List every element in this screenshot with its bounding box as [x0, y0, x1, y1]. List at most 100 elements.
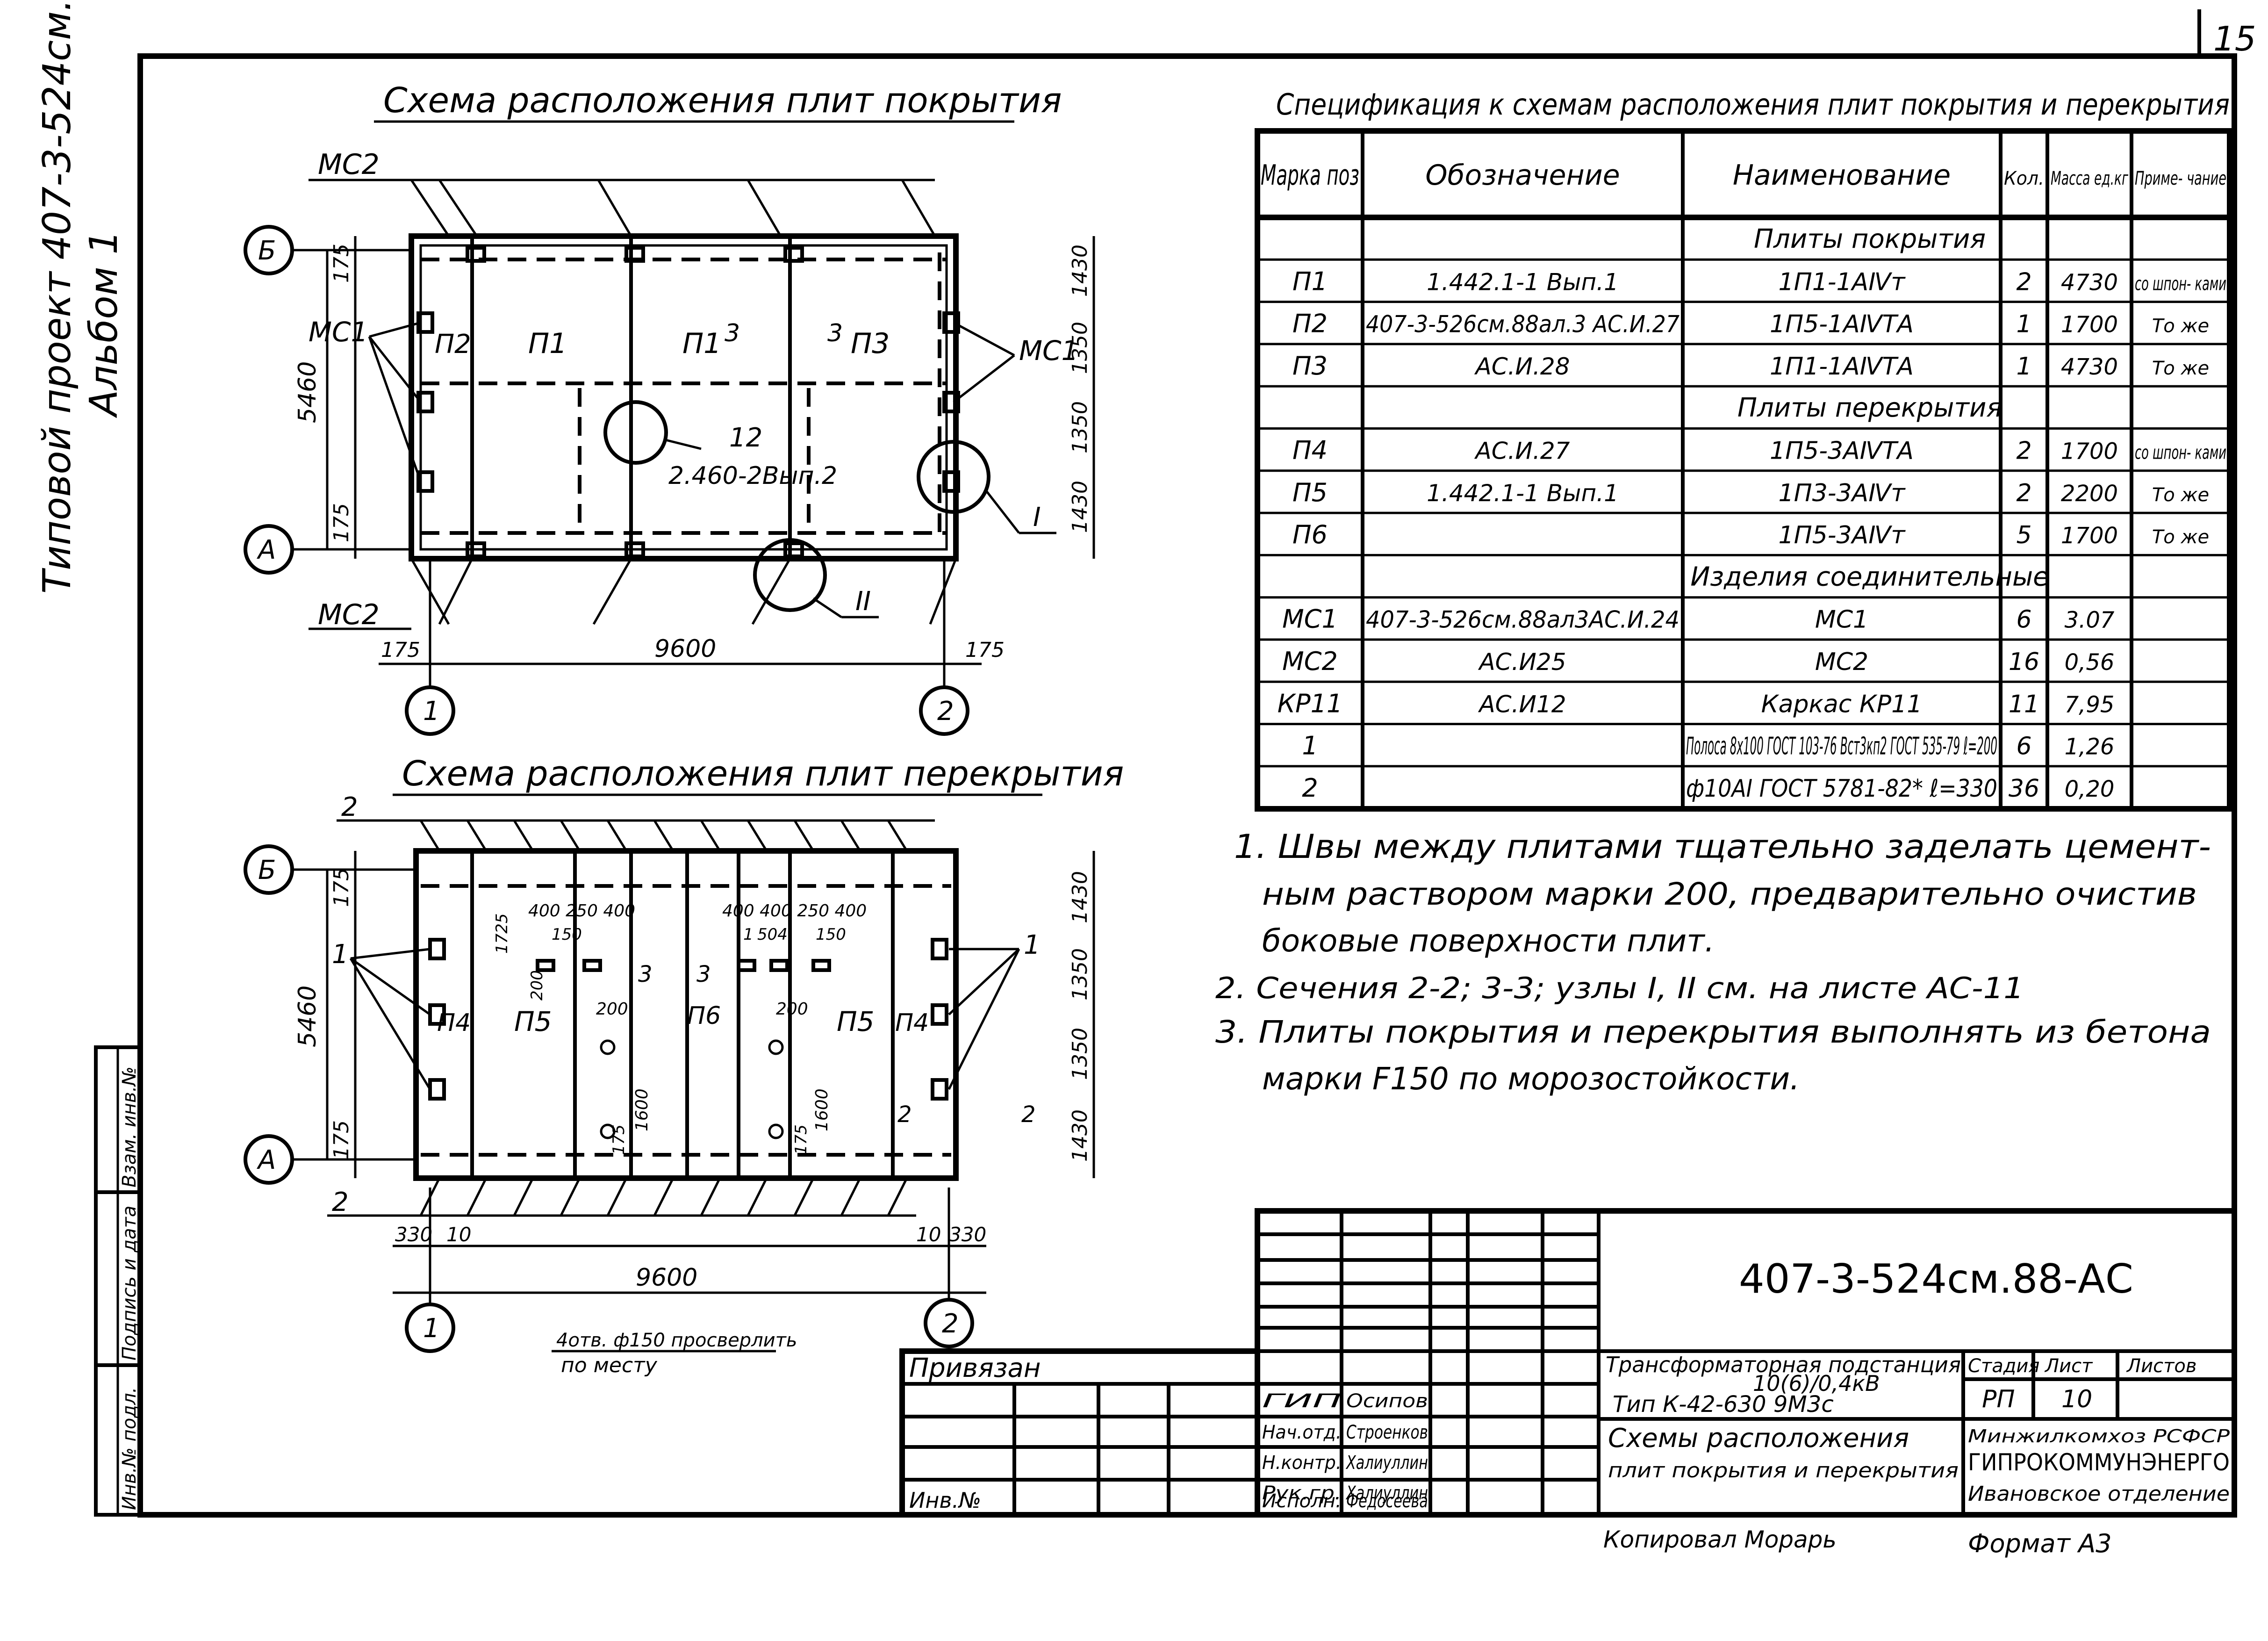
tb-project-3: Тип К-42-630 9М3с	[1613, 1391, 1834, 1418]
spec-cell-10-qty: 16	[2009, 648, 2039, 676]
spec-cell-7-note: То же	[2152, 526, 2209, 548]
floor-holes-note: 4отв. ф150 просверлить	[556, 1330, 797, 1351]
roof-hole-num: 12	[729, 423, 762, 453]
spec-cell-6-mark: П5	[1292, 478, 1328, 507]
note-line-1: 1. Швы между плитами тщательно заделать …	[1234, 828, 2211, 866]
floor-axis-a: А	[257, 1145, 276, 1175]
tb-name-4: Федосеева	[1346, 1490, 1428, 1512]
roof-dim-r1: 1430	[1068, 245, 1092, 297]
floor-plan: Схема расположения плит перекрытия	[244, 754, 1124, 1377]
roof-dim-w: 9600	[654, 635, 716, 663]
tb-name-3: Халиуллин	[1345, 1483, 1428, 1504]
spec-cell-12-mark: 1	[1302, 731, 1318, 761]
roof-label-p3: П3	[851, 327, 890, 360]
tb-inv: Инв.№	[909, 1488, 981, 1513]
floor-dim-r-b: 330	[949, 1223, 986, 1246]
spec-section-4: Плиты перекрытия	[1737, 393, 2002, 423]
floor-dim-h: 5460	[294, 986, 322, 1047]
spec-cell-13-mark: 2	[1302, 773, 1318, 803]
spec-cell-9-mark: МС1	[1282, 605, 1338, 634]
spec-cell-10-mass: 0,56	[2065, 649, 2115, 676]
spec-cell-13-name: ф10АI ГОСТ 5781-82* ℓ=330	[1686, 775, 1997, 803]
spec-cell-3-mark: П3	[1292, 351, 1328, 381]
floor-dim-r2: 1350	[1068, 948, 1092, 1000]
roof-dim-bot-off: 175	[330, 503, 353, 542]
floor-sec-3b: 3	[696, 961, 711, 987]
spec-cell-1-mark: П1	[1292, 266, 1328, 296]
spec-cell-9-code: 407-3-526см.88ал3АС.И.24	[1366, 606, 1679, 633]
roof-axis-a: А	[257, 535, 276, 565]
floor-d-1600a: 1600	[632, 1088, 652, 1131]
floor-dim-r-a: 10	[916, 1223, 941, 1246]
floor-d-1600b: 1600	[812, 1088, 832, 1131]
spec-cell-12-name: Полоса 8х100 ГОСТ 103-76 Вст3кп2 ГОСТ 53…	[1686, 733, 1997, 761]
spec-cell-3-code: АС.И.28	[1474, 353, 1570, 380]
tb-sheet-title-1: Схемы расположения	[1608, 1423, 1909, 1454]
roof-label-p2: П2	[435, 329, 471, 360]
floor-p6: П6	[687, 1002, 721, 1030]
stamp-inv: Инв.№ подл.	[119, 1387, 140, 1510]
spec-cell-3-mass: 4730	[2061, 354, 2118, 380]
spec-cell-7-mass: 1700	[2061, 523, 2118, 549]
spec-cell-6-qty: 2	[2016, 479, 2031, 507]
spec-cell-11-code: АС.И12	[1478, 691, 1566, 718]
tb-name-0: Осипов	[1346, 1390, 1428, 1412]
spec-cell-7-name: 1П5-3АⅣт	[1779, 521, 1906, 549]
roof-plan: Схема расположения плит покрытия	[244, 80, 1095, 736]
stamp-sign: Подпись и дата	[119, 1206, 140, 1360]
floor-sec-3a: 3	[638, 961, 653, 987]
tb-stage-label: Стадия	[1968, 1355, 2039, 1377]
floor-dim-r1: 1430	[1068, 871, 1092, 923]
spec-header-3: Кол.	[2004, 168, 2044, 189]
spec-cell-9-mass: 3.07	[2065, 607, 2115, 633]
spec-cell-1-note: со шпон- ками	[2135, 273, 2226, 295]
note-line-3: боковые поверхности плит.	[1262, 923, 1715, 959]
spec-cell-1-code: 1.442.1-1 Вып.1	[1427, 268, 1619, 295]
roof-dim-r3: 1350	[1068, 401, 1092, 453]
spec-cell-10-code: АС.И25	[1478, 648, 1566, 676]
floor-axis-b: Б	[258, 855, 276, 885]
floor-d-150b: 150	[816, 925, 846, 944]
floor-axis-1: 1	[423, 1313, 440, 1344]
floor-sec-2b: 2	[1021, 1101, 1036, 1128]
roof-label-p1: П1	[528, 327, 567, 360]
tb-sheets-label: Листов	[2126, 1355, 2196, 1377]
floor-mark-1-right: 1	[1024, 930, 1041, 960]
roof-dim-edge-r: 175	[965, 638, 1005, 662]
spec-cell-2-mass: 1700	[2061, 312, 2118, 338]
spec-cell-10-name: МС2	[1815, 648, 1868, 676]
spec-cell-3-note: То же	[2152, 358, 2209, 379]
spec-cell-2-code: 407-3-526см.88ал.3 АС.И.27	[1366, 311, 1679, 338]
floor-p4-right: П4	[895, 1009, 929, 1037]
floor-d-1: 1	[743, 925, 754, 944]
floor-holes-note2: по месту	[561, 1353, 658, 1377]
roof-label-mc2-bottom: МС2	[318, 598, 380, 631]
stamp-replace: Взам. инв.№	[119, 1066, 140, 1188]
floor-title: Схема расположения плит перекрытия	[402, 754, 1124, 794]
roof-section-3b: 3	[827, 319, 843, 347]
roof-axis-1: 1	[423, 696, 440, 727]
tb-bound: Привязан	[909, 1353, 1041, 1383]
tb-project-2: 10(6)/0,4кВ	[1753, 1371, 1880, 1396]
tb-role-0: ГИП	[1262, 1390, 1342, 1412]
tb-role-2: Н.контр.	[1262, 1452, 1342, 1474]
spec-header-2: Наименование	[1733, 159, 1951, 192]
tb-sheet-no: 10	[2061, 1385, 2092, 1413]
spec-header-4: Масса ед.кг	[2051, 168, 2129, 189]
roof-dim-top-off: 175	[330, 244, 353, 283]
spec-cell-13-qty: 36	[2009, 775, 2039, 803]
floor-dim-l-a: 330	[395, 1223, 432, 1246]
spec-cell-2-qty: 1	[2016, 310, 2031, 338]
roof-dim-r2: 1350	[1068, 322, 1092, 374]
roof-node-2: II	[855, 586, 871, 617]
floor-sec-2a: 2	[897, 1101, 912, 1128]
floor-d-200a: 200	[528, 970, 546, 1000]
spec-cell-5-code: АС.И.27	[1474, 438, 1570, 465]
floor-dim-r4: 1430	[1068, 1109, 1092, 1162]
spec-cell-12-mass: 1,26	[2065, 734, 2115, 760]
spec-cell-3-name: 1П1-1АⅣТА	[1770, 353, 1914, 381]
note-line-2: ным раствором марки 200, предварительно …	[1262, 876, 2197, 912]
roof-axis-2: 2	[937, 696, 954, 727]
spec-cell-3-qty: 1	[2016, 353, 2031, 381]
note-line-6: марки F150 по морозостойкости.	[1262, 1061, 1800, 1097]
